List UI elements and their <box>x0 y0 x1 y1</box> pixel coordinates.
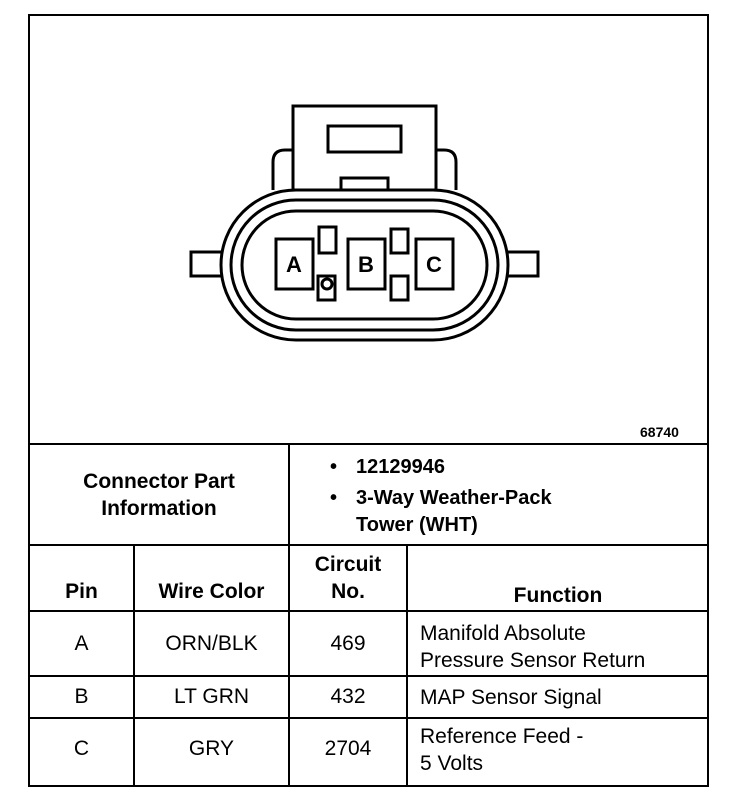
connector-info-heading: Connector Part Information <box>30 445 288 544</box>
row-b-pin: B <box>74 685 89 708</box>
connector-body-outer <box>219 188 510 342</box>
part-number: 12129946 <box>356 456 445 478</box>
header-pin: Pin <box>65 580 98 603</box>
header-circuit-line1: Circuit <box>314 553 382 576</box>
row-a-function: Manifold Absolute Pressure Sensor Return <box>420 620 645 674</box>
pin-cavity-a <box>274 237 315 291</box>
key-top-right <box>389 227 410 255</box>
latch-shoulders <box>271 148 458 190</box>
bullet-item-continuation: Tower (WHT) <box>330 512 700 539</box>
pin-cavity-c <box>414 237 455 291</box>
row-a-pin: A <box>74 631 89 655</box>
pin-cavity-b <box>346 237 387 291</box>
header-wire-color: Wire Color <box>158 580 265 603</box>
divider-pin-column <box>133 544 135 787</box>
divider-row-a-b <box>28 675 709 677</box>
row-c-circuit: 2704 <box>324 737 372 760</box>
row-b-circuit: 432 <box>330 685 366 708</box>
connector-diagram: A B C <box>189 104 540 342</box>
row-a-function-line1: Manifold Absolute <box>420 622 586 645</box>
bullet-item: • 3-Way Weather-Pack <box>330 485 700 512</box>
pin-label-b: B <box>358 252 374 277</box>
key-circle <box>320 277 334 291</box>
connector-tower: Tower (WHT) <box>356 514 478 536</box>
header-circuit-line2: No. <box>331 580 365 603</box>
key-bottom-right <box>389 274 410 302</box>
divider-info-header <box>28 544 709 546</box>
header-circuit-no: Circuit No. <box>290 546 406 610</box>
figure-id: 68740 <box>640 424 679 440</box>
divider-wire-column <box>288 544 290 787</box>
row-c-wire-color: GRY <box>188 737 235 760</box>
connector-info-bullets: • 12129946 • 3-Way Weather-Pack Tower (WHT… <box>330 454 700 539</box>
row-c-function-line1: Reference Feed - <box>420 725 584 748</box>
pin-label-c: C <box>426 252 442 277</box>
header-function: Function <box>513 584 603 607</box>
connector-body-inner <box>240 209 489 321</box>
bullet-item: • 12129946 <box>330 454 700 481</box>
divider-diagram-table <box>28 443 709 445</box>
divider-row-b-c <box>28 717 709 719</box>
key-bottom-left <box>316 274 337 302</box>
divider-header-rows <box>28 610 709 612</box>
row-b-wire-color: LT GRN <box>173 685 250 708</box>
connector-body-mid <box>229 198 500 332</box>
connector-info-heading-line2: Information <box>101 496 217 520</box>
latch-slot <box>326 124 403 154</box>
row-b-function: MAP Sensor Signal <box>420 684 602 711</box>
bullet-dot: • <box>330 456 338 478</box>
row-a-function-line2: Pressure Sensor Return <box>420 649 646 672</box>
row-a-circuit: 469 <box>330 631 366 655</box>
key-top-left <box>317 225 338 255</box>
page-frame <box>28 14 709 787</box>
connector-info-heading-line1: Connector Part <box>83 469 235 493</box>
row-c-pin: C <box>73 737 90 760</box>
bullet-dot: • <box>330 487 338 509</box>
divider-info-column <box>288 443 290 546</box>
pin-label-a: A <box>286 252 302 277</box>
row-c-function: Reference Feed - 5 Volts <box>420 723 583 777</box>
row-a-wire-color: ORN/BLK <box>165 631 258 655</box>
row-b-function-line1: MAP Sensor Signal <box>420 686 602 709</box>
row-c-function-line2: 5 Volts <box>420 752 484 775</box>
divider-circuit-column <box>406 544 408 787</box>
connector-type: 3-Way Weather-Pack <box>356 487 552 509</box>
